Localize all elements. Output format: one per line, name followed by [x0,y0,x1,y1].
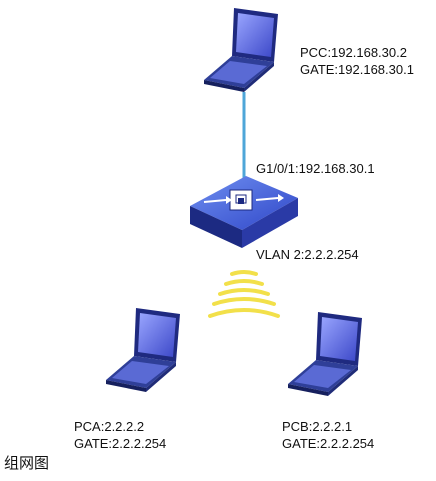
laptop-icon [204,8,278,92]
firewall-uplink-text: G1/0/1:192.168.30.1 [256,161,375,176]
firewall-icon [190,176,298,248]
pca-ip-text: PCA:2.2.2.2 [74,419,145,434]
diagram-caption: 组网图 [4,455,50,472]
firewall-vlan-text: VLAN 2:2.2.2.254 [256,247,359,262]
pcb-label: PCB:2.2.2.1 GATE:2.2.2.254 [282,418,374,452]
firewall-uplink-label: G1/0/1:192.168.30.1 [256,160,375,177]
pca-label: PCA:2.2.2.2 GATE:2.2.2.254 [74,418,166,452]
laptop-icon [288,312,362,396]
pcc-label: PCC:192.168.30.2 GATE:192.168.30.1 [300,44,414,78]
pcc-gateway-text: GATE:192.168.30.1 [300,62,414,77]
pcc-ip-text: PCC:192.168.30.2 [300,45,407,60]
laptop-icon [106,308,180,392]
wireless-signal-icon [208,270,280,318]
firewall-vlan-label: VLAN 2:2.2.2.254 [256,246,359,263]
pcb-ip-text: PCB:2.2.2.1 [282,419,353,434]
pca-gateway-text: GATE:2.2.2.254 [74,436,167,451]
pcb-gateway-text: GATE:2.2.2.254 [282,436,375,451]
